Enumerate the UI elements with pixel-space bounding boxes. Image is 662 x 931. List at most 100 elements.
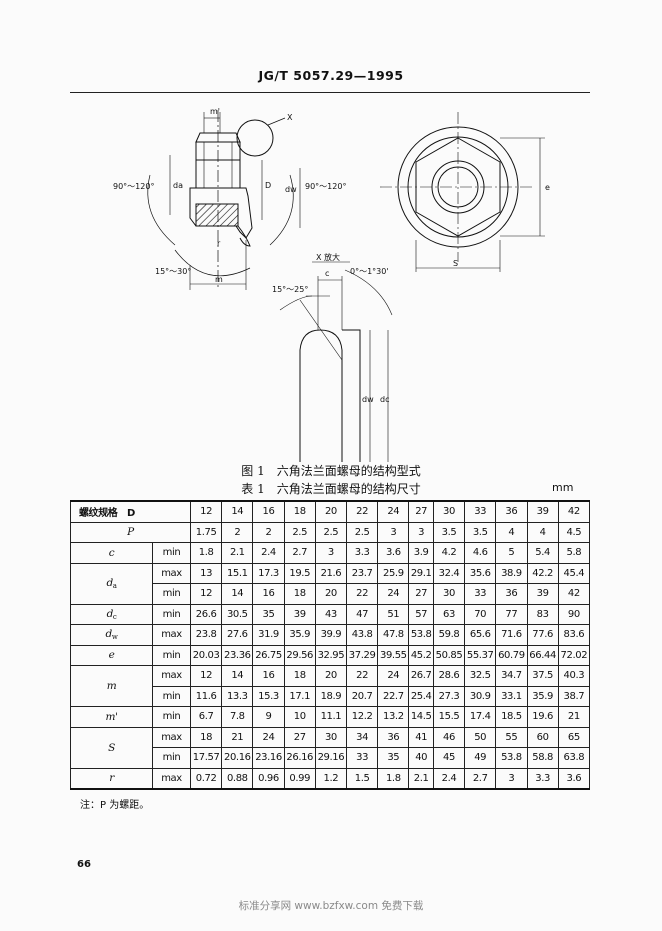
table-cell: 39 <box>283 603 316 625</box>
table-cell: 49 <box>464 747 497 769</box>
table-cell: 7.8 <box>221 706 254 728</box>
table-cell: 2.7 <box>283 542 316 564</box>
thread-size-36: 36 <box>495 500 528 523</box>
table-cell: 2.5 <box>346 521 379 543</box>
table-cell: 2 <box>252 521 285 543</box>
table-cell: 60 <box>526 726 559 748</box>
table-cell: 23.7 <box>346 562 379 584</box>
table-cell: 12 <box>189 583 223 605</box>
row-symbol-text: d <box>105 628 113 641</box>
table-cell: 1.5 <box>346 767 379 790</box>
thread-size-30: 30 <box>432 500 466 523</box>
row-symbol-text: d <box>106 607 114 620</box>
table-cell: 15.3 <box>252 685 285 707</box>
table-cell: 50.85 <box>432 644 466 666</box>
thread-spec-header: 螺纹规格 D <box>70 500 191 523</box>
table-cell: 60.79 <box>495 644 528 666</box>
label-detail-dw: dw <box>362 395 374 404</box>
table-cell: 21 <box>557 706 591 728</box>
table-cell: 4.2 <box>432 542 466 564</box>
row-symbol-text: P <box>127 526 134 539</box>
table-cell: 26.16 <box>283 747 316 769</box>
table-cell: 23.36 <box>221 644 254 666</box>
table-cell: 12.2 <box>346 706 379 728</box>
table-cell: 20 <box>314 665 348 687</box>
row-symbol: S <box>70 726 153 769</box>
page-number: 66 <box>77 859 91 870</box>
table-cell: 17.4 <box>464 706 497 728</box>
label-m-prime: m' <box>210 107 220 116</box>
table-cell: 26.6 <box>189 603 223 625</box>
table-cell: 17.3 <box>252 562 285 584</box>
table-cell: 23.16 <box>252 747 285 769</box>
table-cell: 45.2 <box>408 644 434 666</box>
table-cell: 39 <box>526 583 559 605</box>
table-cell: 33 <box>464 583 497 605</box>
table-cell: 0.99 <box>283 767 316 790</box>
table-cell: 24 <box>252 726 285 748</box>
table-cell: 27.3 <box>432 685 466 707</box>
row-symbol-text: e <box>108 649 115 662</box>
table-cell: 3.6 <box>377 542 410 564</box>
row-symbol-text: m <box>106 680 117 692</box>
row-symbol-text: c <box>108 546 115 559</box>
table-cell: 27 <box>283 726 316 748</box>
table-cell: 28.6 <box>432 665 466 687</box>
table-cell: 2.4 <box>252 542 285 564</box>
table-cell: 18 <box>283 583 316 605</box>
label-d-big: D <box>265 181 271 190</box>
row-symbol: e <box>70 644 153 666</box>
table-cell: 0.88 <box>221 767 254 790</box>
row-qualifier: min <box>152 685 191 707</box>
table-cell: 27.6 <box>221 624 254 646</box>
thread-size-33: 33 <box>464 500 497 523</box>
table-cell: 25.4 <box>408 685 434 707</box>
table-cell: 83 <box>526 603 559 625</box>
table-cell: 17.57 <box>189 747 223 769</box>
table-cell: 33 <box>346 747 379 769</box>
table-cell: 3 <box>314 542 348 564</box>
table-cell: 3.3 <box>346 542 379 564</box>
table-cell: 13.2 <box>377 706 410 728</box>
table-cell: 11.1 <box>314 706 348 728</box>
table-cell: 18.9 <box>314 685 348 707</box>
row-qualifier: min <box>152 747 191 769</box>
row-symbol: dw <box>70 624 153 646</box>
table-cell: 30 <box>432 583 466 605</box>
table-cell: 31.9 <box>252 624 285 646</box>
table-cell: 34 <box>346 726 379 748</box>
row-symbol-text: m' <box>105 710 118 723</box>
table-cell: 41 <box>408 726 434 748</box>
table-cell: 3.3 <box>526 767 559 790</box>
table-cell: 72.02 <box>557 644 591 666</box>
table-cell: 20.7 <box>346 685 379 707</box>
table-cell: 38.7 <box>557 685 591 707</box>
thread-size-27: 27 <box>408 500 434 523</box>
thread-size-20: 20 <box>314 500 348 523</box>
table-cell: 66.44 <box>526 644 559 666</box>
table-cell: 71.6 <box>495 624 528 646</box>
table-cell: 30.9 <box>464 685 497 707</box>
table-cell: 0.96 <box>252 767 285 790</box>
table-note: 注：P 为螺距。 <box>80 800 150 811</box>
table-cell: 29.1 <box>408 562 434 584</box>
table-cell: 3 <box>377 521 410 543</box>
table-cell: 18 <box>283 665 316 687</box>
table-cell: 47.8 <box>377 624 410 646</box>
table-cell: 20.03 <box>189 644 223 666</box>
table-cell: 14 <box>221 583 254 605</box>
table-cell: 3.6 <box>557 767 591 790</box>
row-symbol-sub: a <box>112 582 117 590</box>
table-unit: mm <box>552 481 574 494</box>
table-cell: 36 <box>495 583 528 605</box>
row-qualifier: min <box>152 644 191 666</box>
row-symbol: P <box>70 521 191 543</box>
table-cell: 42.2 <box>526 562 559 584</box>
label-angle-right: 90°～120° <box>305 182 346 191</box>
